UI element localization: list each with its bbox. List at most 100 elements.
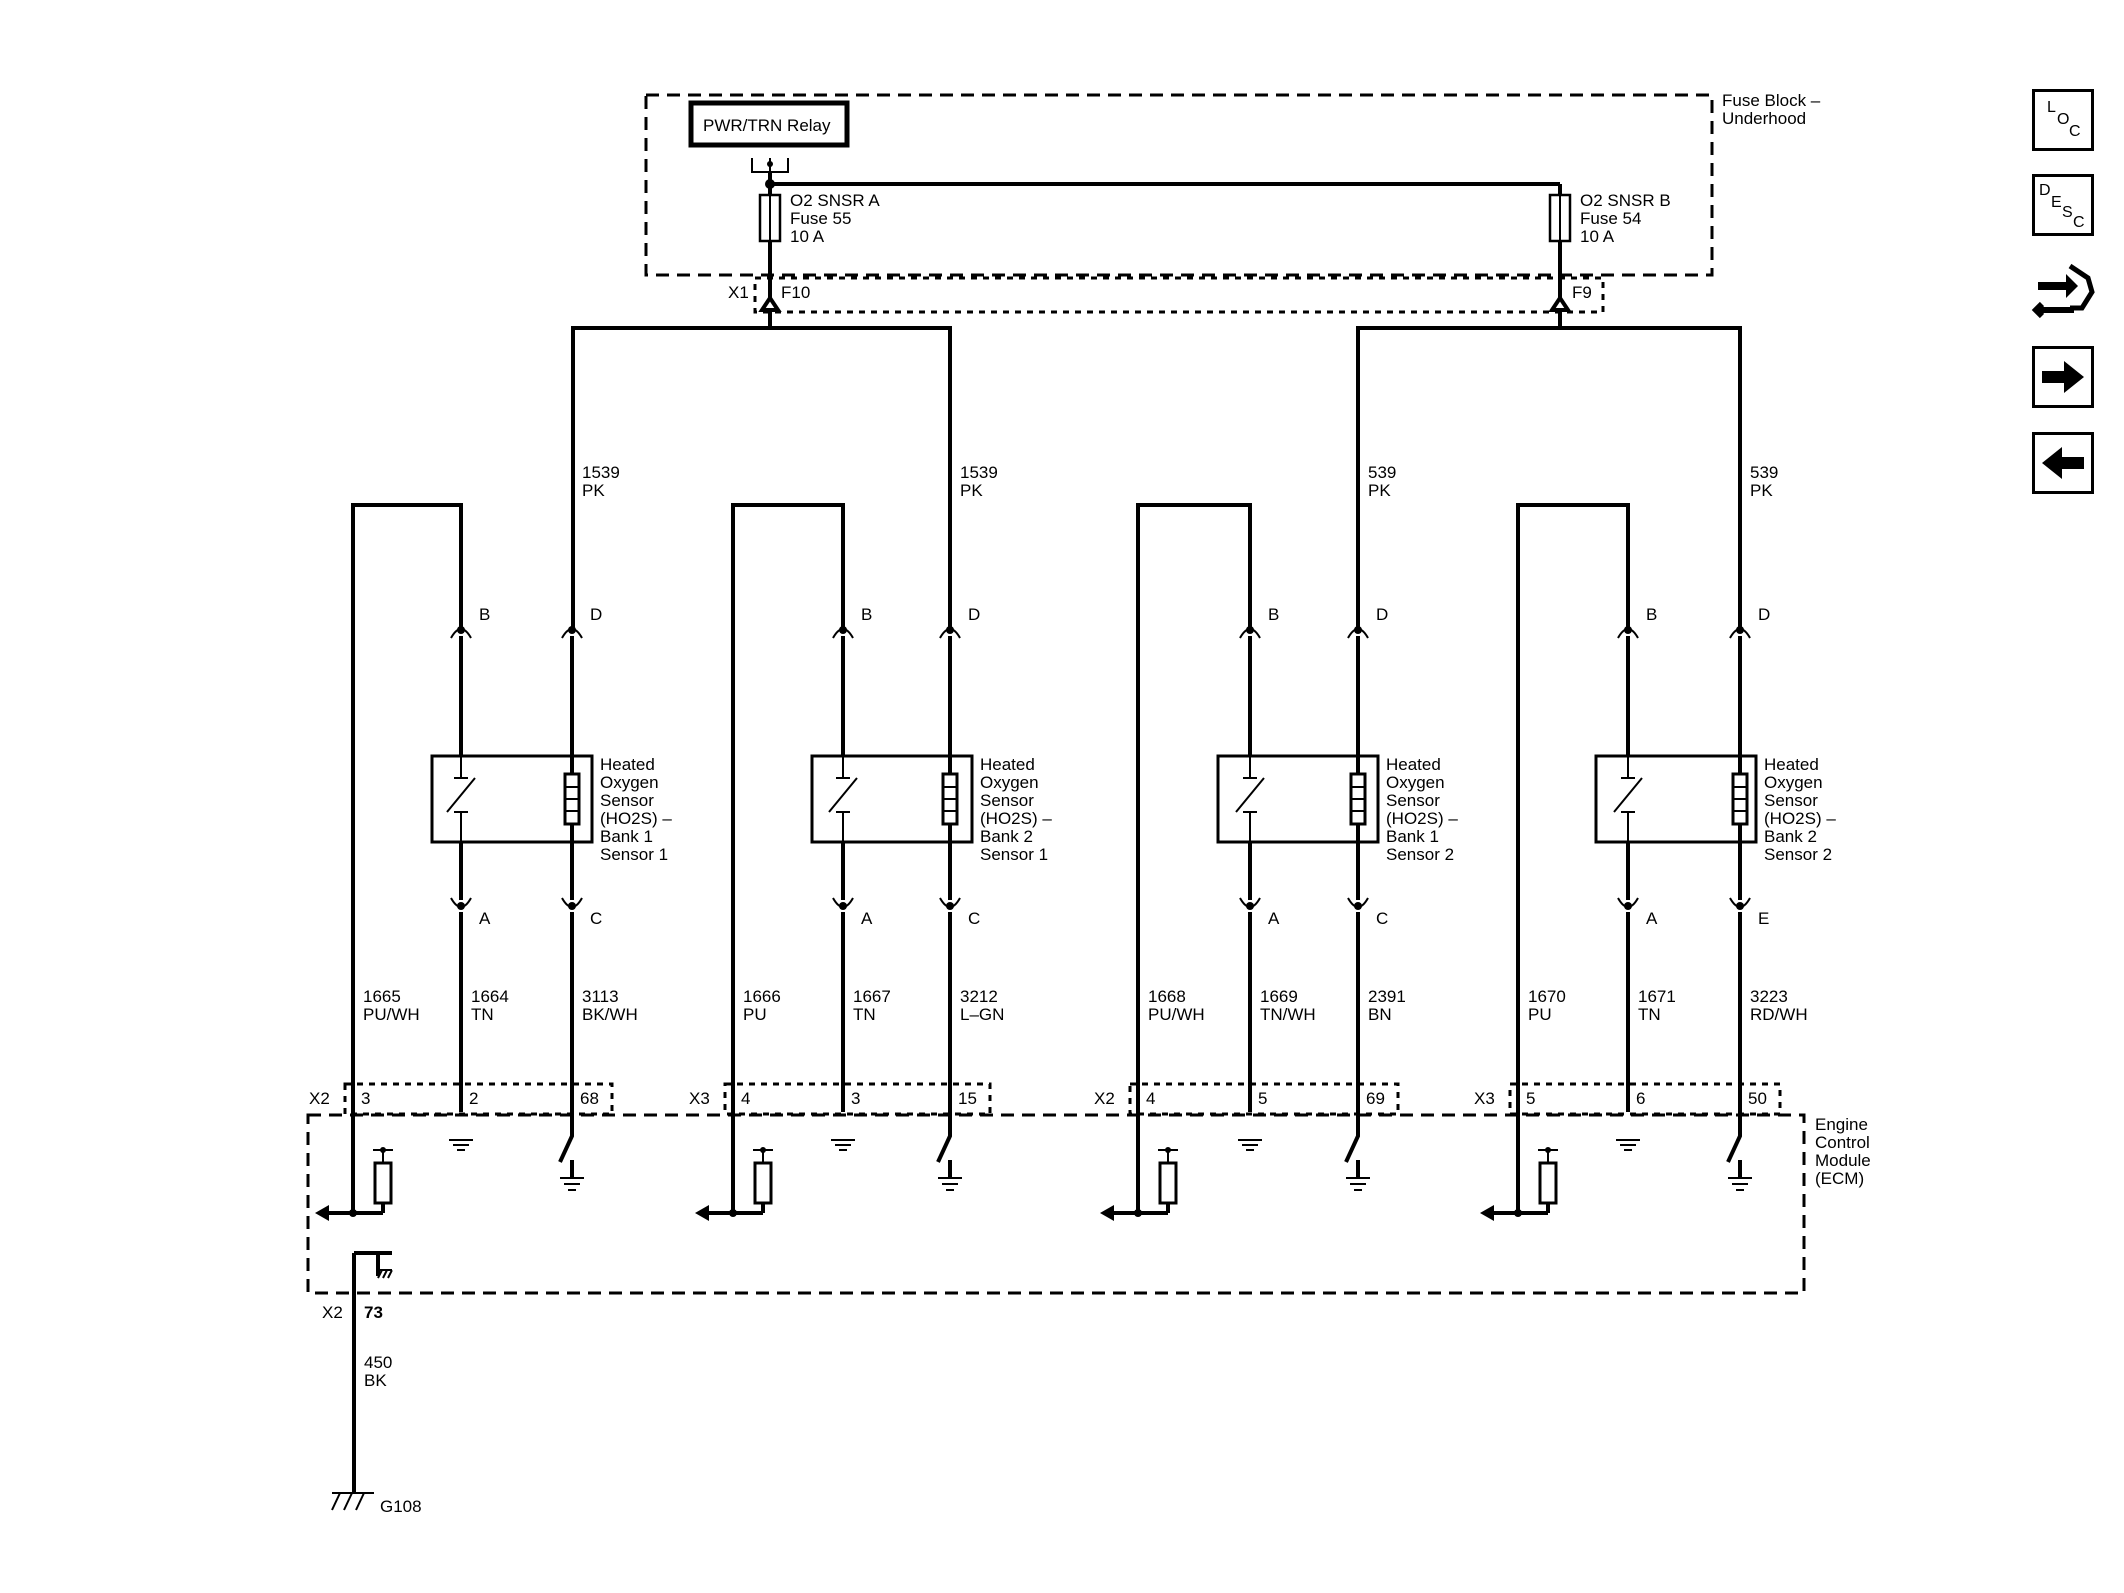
wire-color-3-1: TN [1638,1005,1661,1024]
sensor-name-line-1-5: Sensor 1 [980,845,1048,864]
wire-circuit-0-0: 1665 [363,987,401,1006]
wire-circuit-3-2: 3223 [1750,987,1788,1006]
pin-top-left-1: B [861,605,872,624]
wire-color-0-1: TN [471,1005,494,1024]
supply-wire-circuit-0: 1539 [582,463,620,482]
ecm-label-2: Control [1815,1133,1870,1152]
supply-wire-color-3: PK [1750,481,1773,500]
desc-button[interactable]: D E S C [2032,174,2094,236]
ecm-ground-connector: X2 [322,1303,343,1322]
sensor-element-icon-3 [1613,756,1643,842]
ecm-connector-label-3: X3 [1474,1089,1495,1108]
sensor-name-line-1-4: Bank 2 [980,827,1033,846]
sensor-element-icon-2 [1235,756,1265,842]
svg-text:C: C [2069,123,2081,140]
sensor-name-line-1-2: Sensor [980,791,1034,810]
wire-450-circuit: 450 [364,1353,392,1372]
sensor-name-line-0-4: Bank 1 [600,827,653,846]
pin-top-right-1: D [968,605,980,624]
wire-circuit-1-0: 1666 [743,987,781,1006]
ecm-pin-3-2: 50 [1748,1089,1767,1108]
supply-wire-color-2: PK [1368,481,1391,500]
wire-circuit-1-2: 3212 [960,987,998,1006]
x1-connector-label: X1 [728,283,749,302]
wire-color-0-2: BK/WH [582,1005,638,1024]
wire-color-1-2: L–GN [960,1005,1004,1024]
fuse-b-line1: O2 SNSR B [1580,191,1671,210]
sensor-name-line-2-4: Bank 1 [1386,827,1439,846]
pullup-resistor-icon-3 [1538,1161,1558,1205]
wire-circuit-3-0: 1670 [1528,987,1566,1006]
svg-text:C: C [2073,214,2085,231]
pullup-resistor-icon-0 [373,1161,393,1205]
supply-wire-circuit-2: 539 [1368,463,1396,482]
signal-ground-icon-0 [449,1139,473,1151]
wire-color-3-0: PU [1528,1005,1552,1024]
connector-wrench-icon [2031,263,2095,319]
fuse-block-label-2: Underhood [1722,109,1806,128]
connector-wrench-button[interactable] [2030,258,2100,330]
fuse-a-line1: O2 SNSR A [790,191,880,210]
ecm-pin-1-1: 3 [851,1089,860,1108]
sensor-name-line-3-5: Sensor 2 [1764,845,1832,864]
wire-circuit-2-1: 1669 [1260,987,1298,1006]
desc-icon: D E S C [2039,182,2085,231]
ecm-label-4: (ECM) [1815,1169,1864,1188]
wire-color-2-2: BN [1368,1005,1392,1024]
wire-color-2-0: PU/WH [1148,1005,1205,1024]
ground-g108-icon [331,1492,374,1511]
wire-ref-low-3 [1516,503,1630,1213]
sensor-name-line-2-3: (HO2S) – [1386,809,1458,828]
supply-wire-color-1: PK [960,481,983,500]
supply-wire-color-0: PK [582,481,605,500]
svg-text:L: L [2047,99,2056,116]
wire-circuit-3-1: 1671 [1638,987,1676,1006]
pin-bottom-right-0: C [590,909,602,928]
engine-control-module: Engine Control Module (ECM) X2 73 450 BK… [306,1113,1871,1516]
sensor-name-line-3-2: Sensor [1764,791,1818,810]
svg-text:E: E [2051,194,2062,211]
ecm-input-arrow-icon-2 [1100,1205,1114,1221]
ecm-pin-0-1: 2 [469,1089,478,1108]
fuse-block-underhood: Fuse Block – Underhood PWR/TRN Relay O2 … [571,91,1821,630]
ecm-label-1: Engine [1815,1115,1868,1134]
previous-page-button[interactable] [2032,432,2094,494]
wire-color-2-1: TN/WH [1260,1005,1316,1024]
ecm-outline [306,1113,1806,1295]
ecm-ground-pin: 73 [364,1303,383,1322]
pin-bottom-left-0: A [479,909,491,928]
supply-wire-circuit-3: 539 [1750,463,1778,482]
sensor-name-line-3-3: (HO2S) – [1764,809,1836,828]
wire-color-1-1: TN [853,1005,876,1024]
ecm-input-arrow-icon-3 [1480,1205,1494,1221]
wire-ref-low-2 [1136,503,1252,1213]
ecm-pin-2-1: 5 [1258,1089,1267,1108]
ecm-connector-label-0: X2 [309,1089,330,1108]
signal-ground-icon-1 [831,1139,855,1151]
sensor-name-line-0-2: Sensor [600,791,654,810]
sensor-name-line-2-2: Sensor [1386,791,1440,810]
pin-f10-label: F10 [781,283,810,302]
ecm-pin-1-0: 4 [741,1089,750,1108]
signal-ground-icon-2 [1238,1139,1262,1151]
pin-bottom-right-3: E [1758,909,1769,928]
fuse-a-line2: Fuse 55 [790,209,851,228]
ecm-pin-2-0: 4 [1146,1089,1155,1108]
ecm-pin-1-2: 15 [958,1089,977,1108]
next-page-button[interactable] [2032,346,2094,408]
sensor-name-line-3-1: Oxygen [1764,773,1823,792]
sensor-name-line-0-0: Heated [600,755,655,774]
sensor-name-line-2-1: Oxygen [1386,773,1445,792]
pullup-resistor-icon-2 [1158,1161,1178,1205]
pullup-resistor-icon-1 [753,1161,773,1205]
loc-button[interactable]: L O C [2032,89,2094,151]
ecm-pin-3-1: 6 [1636,1089,1645,1108]
sensor-name-line-2-5: Sensor 2 [1386,845,1454,864]
ecm-pin-2-2: 69 [1366,1089,1385,1108]
wire-color-0-0: PU/WH [363,1005,420,1024]
heater-control-switch-icon-2 [1344,1112,1360,1163]
wire-color-1-0: PU [743,1005,767,1024]
sensor-name-line-3-0: Heated [1764,755,1819,774]
supply-wire-circuit-1: 1539 [960,463,998,482]
wire-539-pk-1 [1356,310,1562,630]
